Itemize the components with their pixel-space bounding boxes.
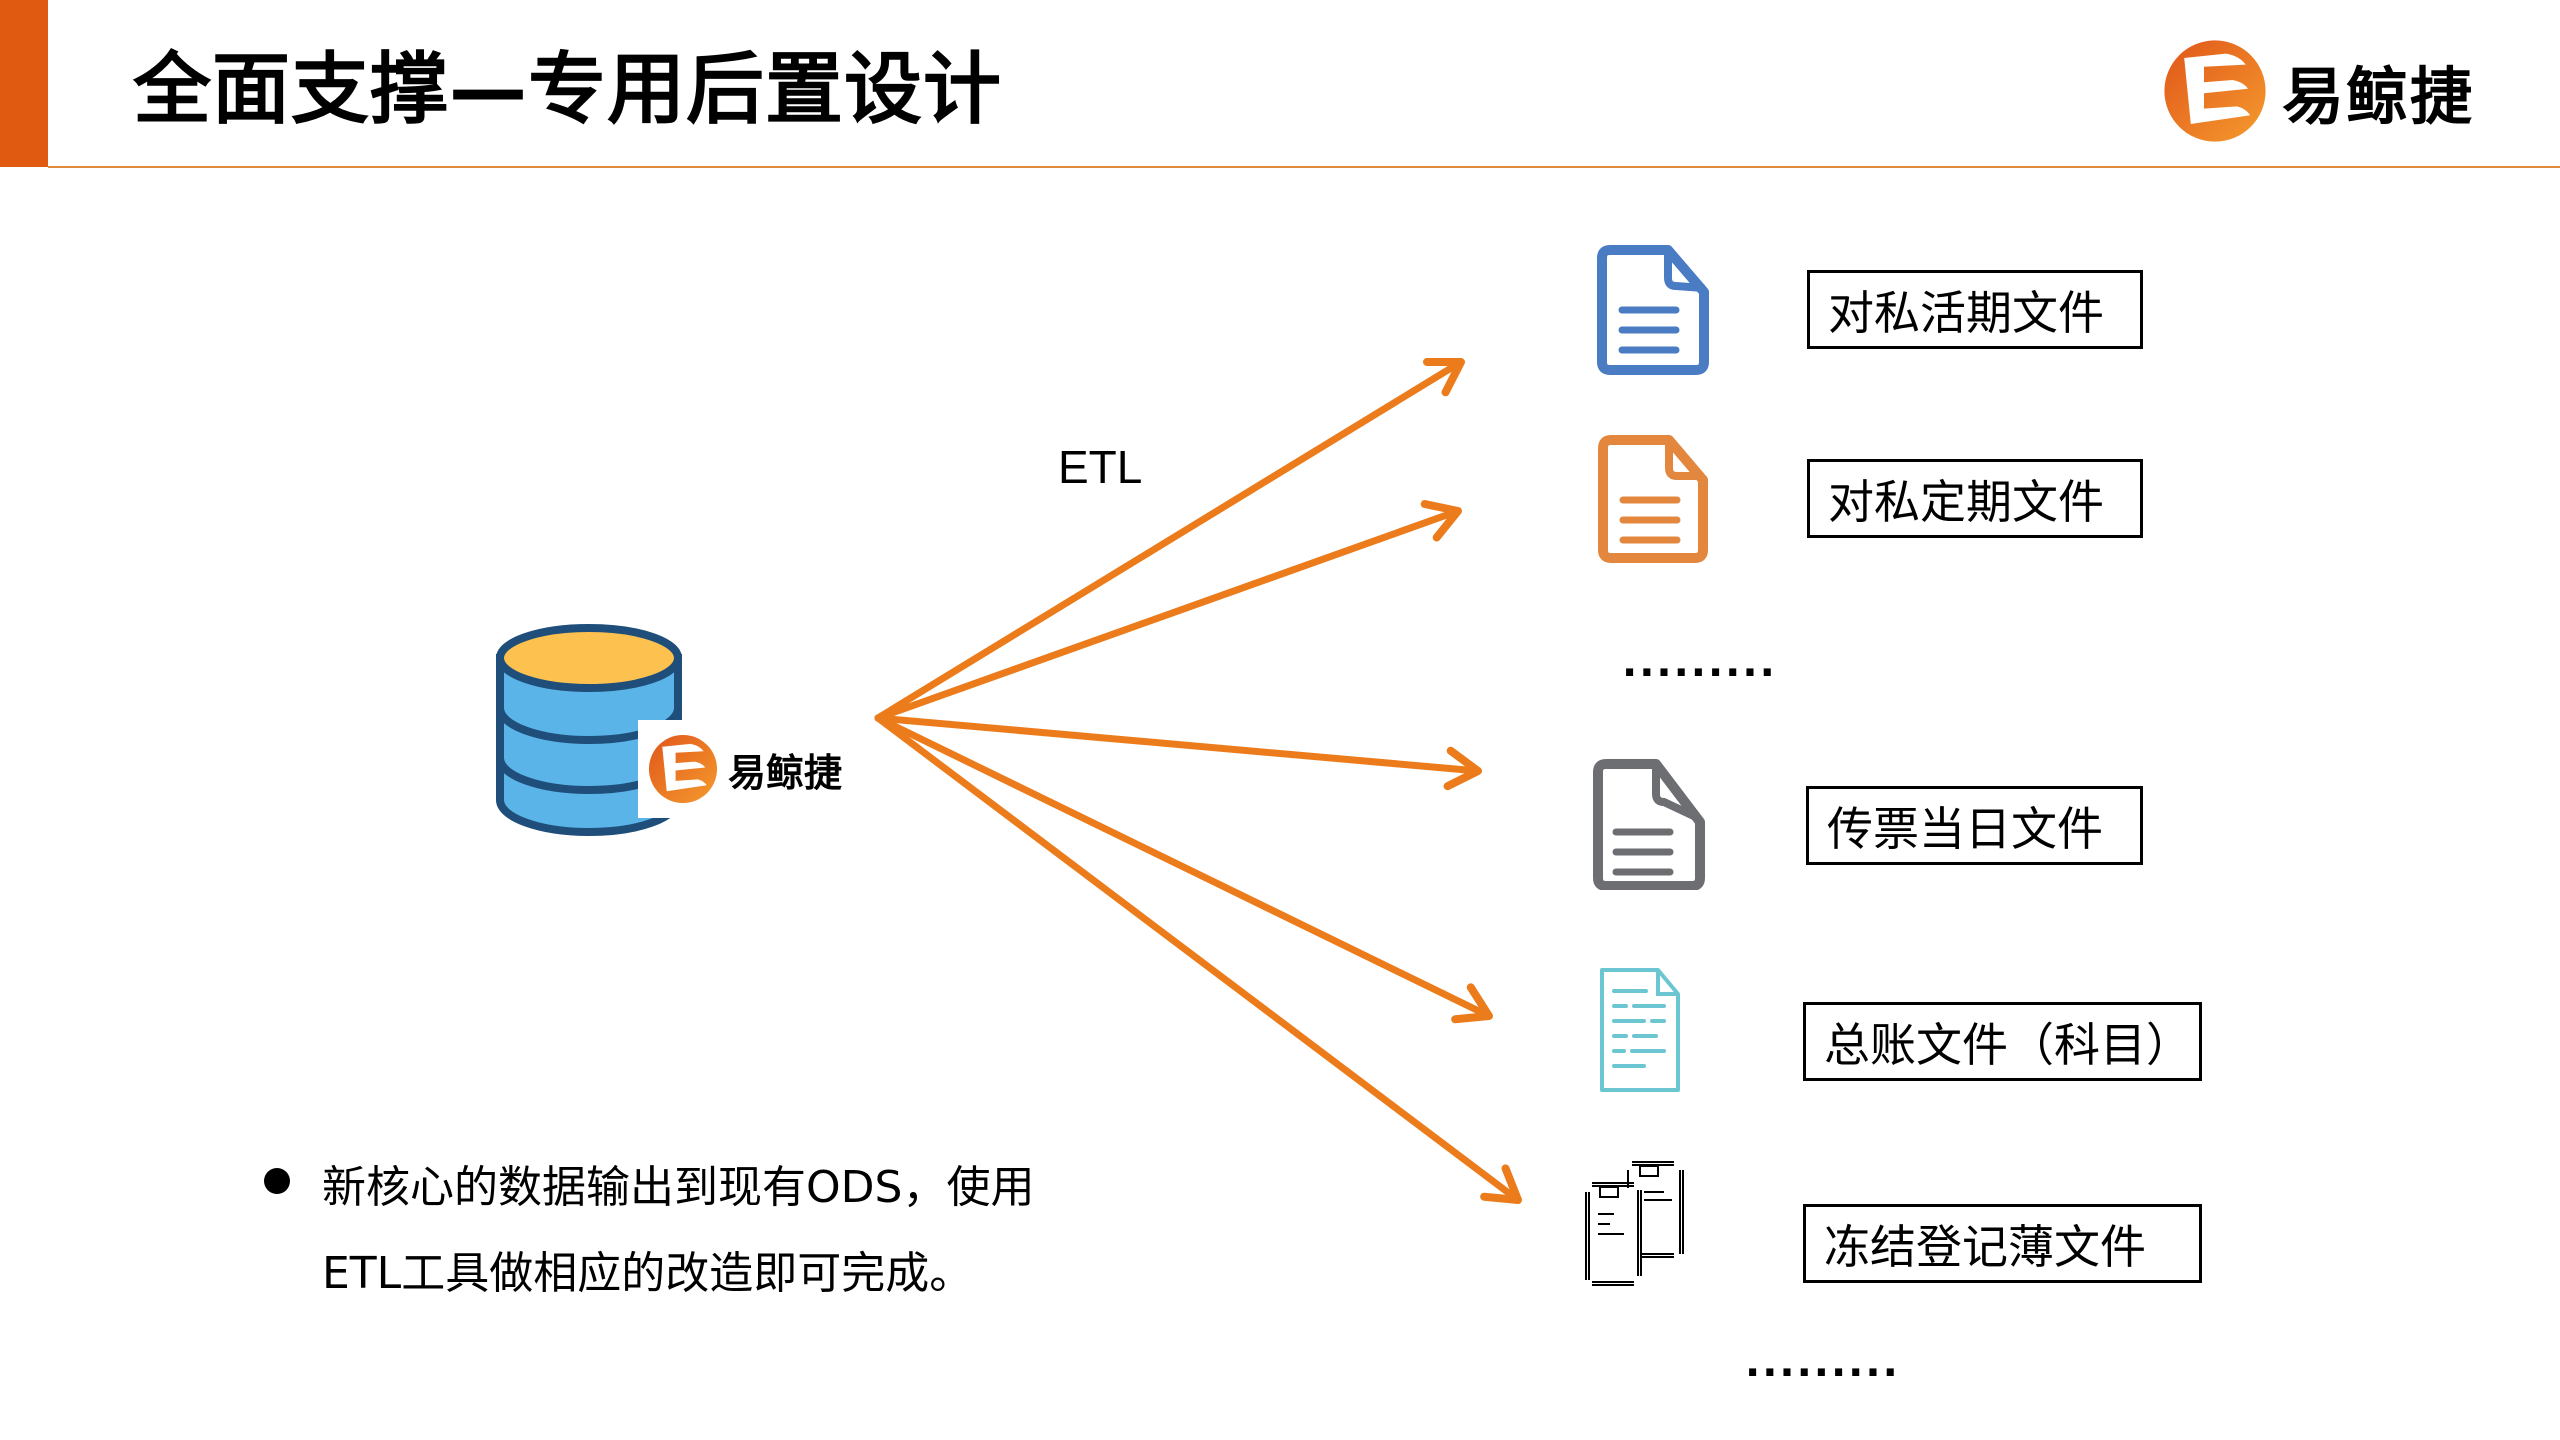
etl-arrow-line bbox=[874, 714, 1493, 1020]
brand-logo: 易鲸捷 bbox=[2160, 36, 2474, 146]
page-title: 全面支撑—专用后置设计 bbox=[133, 45, 1003, 135]
arrowhead-icon bbox=[1423, 357, 1465, 397]
label-text: 对私活期文件 bbox=[1828, 285, 2104, 340]
ledger-document-icon bbox=[1600, 968, 1680, 1092]
brand-name: 易鲸捷 bbox=[2282, 60, 2475, 133]
header-divider bbox=[48, 166, 2560, 168]
accent-bar bbox=[0, 0, 48, 167]
label-text: 对私定期文件 bbox=[1828, 474, 2104, 529]
target-label-savings-current: 对私活期文件 bbox=[1807, 270, 2143, 349]
etl-label: ETL bbox=[1058, 441, 1143, 493]
brand-mark-icon bbox=[648, 734, 718, 804]
etl-arrow-line bbox=[874, 714, 1482, 775]
target-label-savings-fixed: 对私定期文件 bbox=[1807, 459, 2143, 538]
target-label-voucher-daily: 传票当日文件 bbox=[1806, 786, 2143, 865]
arrowhead-icon bbox=[1443, 746, 1482, 791]
arrowhead-icon bbox=[1420, 500, 1462, 542]
target-label-freeze-register: 冻结登记薄文件 bbox=[1803, 1204, 2202, 1283]
bullet-icon bbox=[264, 1168, 290, 1194]
label-text: 冻结登记薄文件 bbox=[1824, 1219, 2146, 1274]
database-brand-overlay: 易鲸捷 bbox=[638, 720, 877, 818]
ellipsis-middle: ......... bbox=[1622, 640, 1777, 686]
etl-arrow-line bbox=[874, 714, 1522, 1204]
label-text: 总账文件（科目） bbox=[1824, 1017, 2192, 1072]
multi-document-icon bbox=[1585, 1161, 1684, 1286]
brand-mark-icon bbox=[2164, 40, 2266, 142]
document-icon bbox=[1593, 759, 1705, 890]
note-text: 新核心的数据输出到现有ODS，使用ETL工具做相应的改造即可完成。 bbox=[322, 1162, 1035, 1299]
brand-name: 易鲸捷 bbox=[728, 750, 843, 795]
target-label-general-ledger: 总账文件（科目） bbox=[1803, 1002, 2202, 1081]
ellipsis-bottom: ......... bbox=[1745, 1340, 1900, 1386]
etl-arrow-line bbox=[874, 358, 1465, 722]
arrowhead-icon bbox=[1451, 983, 1493, 1024]
document-icon bbox=[1597, 245, 1709, 375]
etl-arrow-line bbox=[874, 507, 1462, 722]
label-text: 传票当日文件 bbox=[1827, 801, 2103, 856]
arrowhead-icon bbox=[1480, 1164, 1522, 1204]
document-icon bbox=[1598, 435, 1708, 563]
